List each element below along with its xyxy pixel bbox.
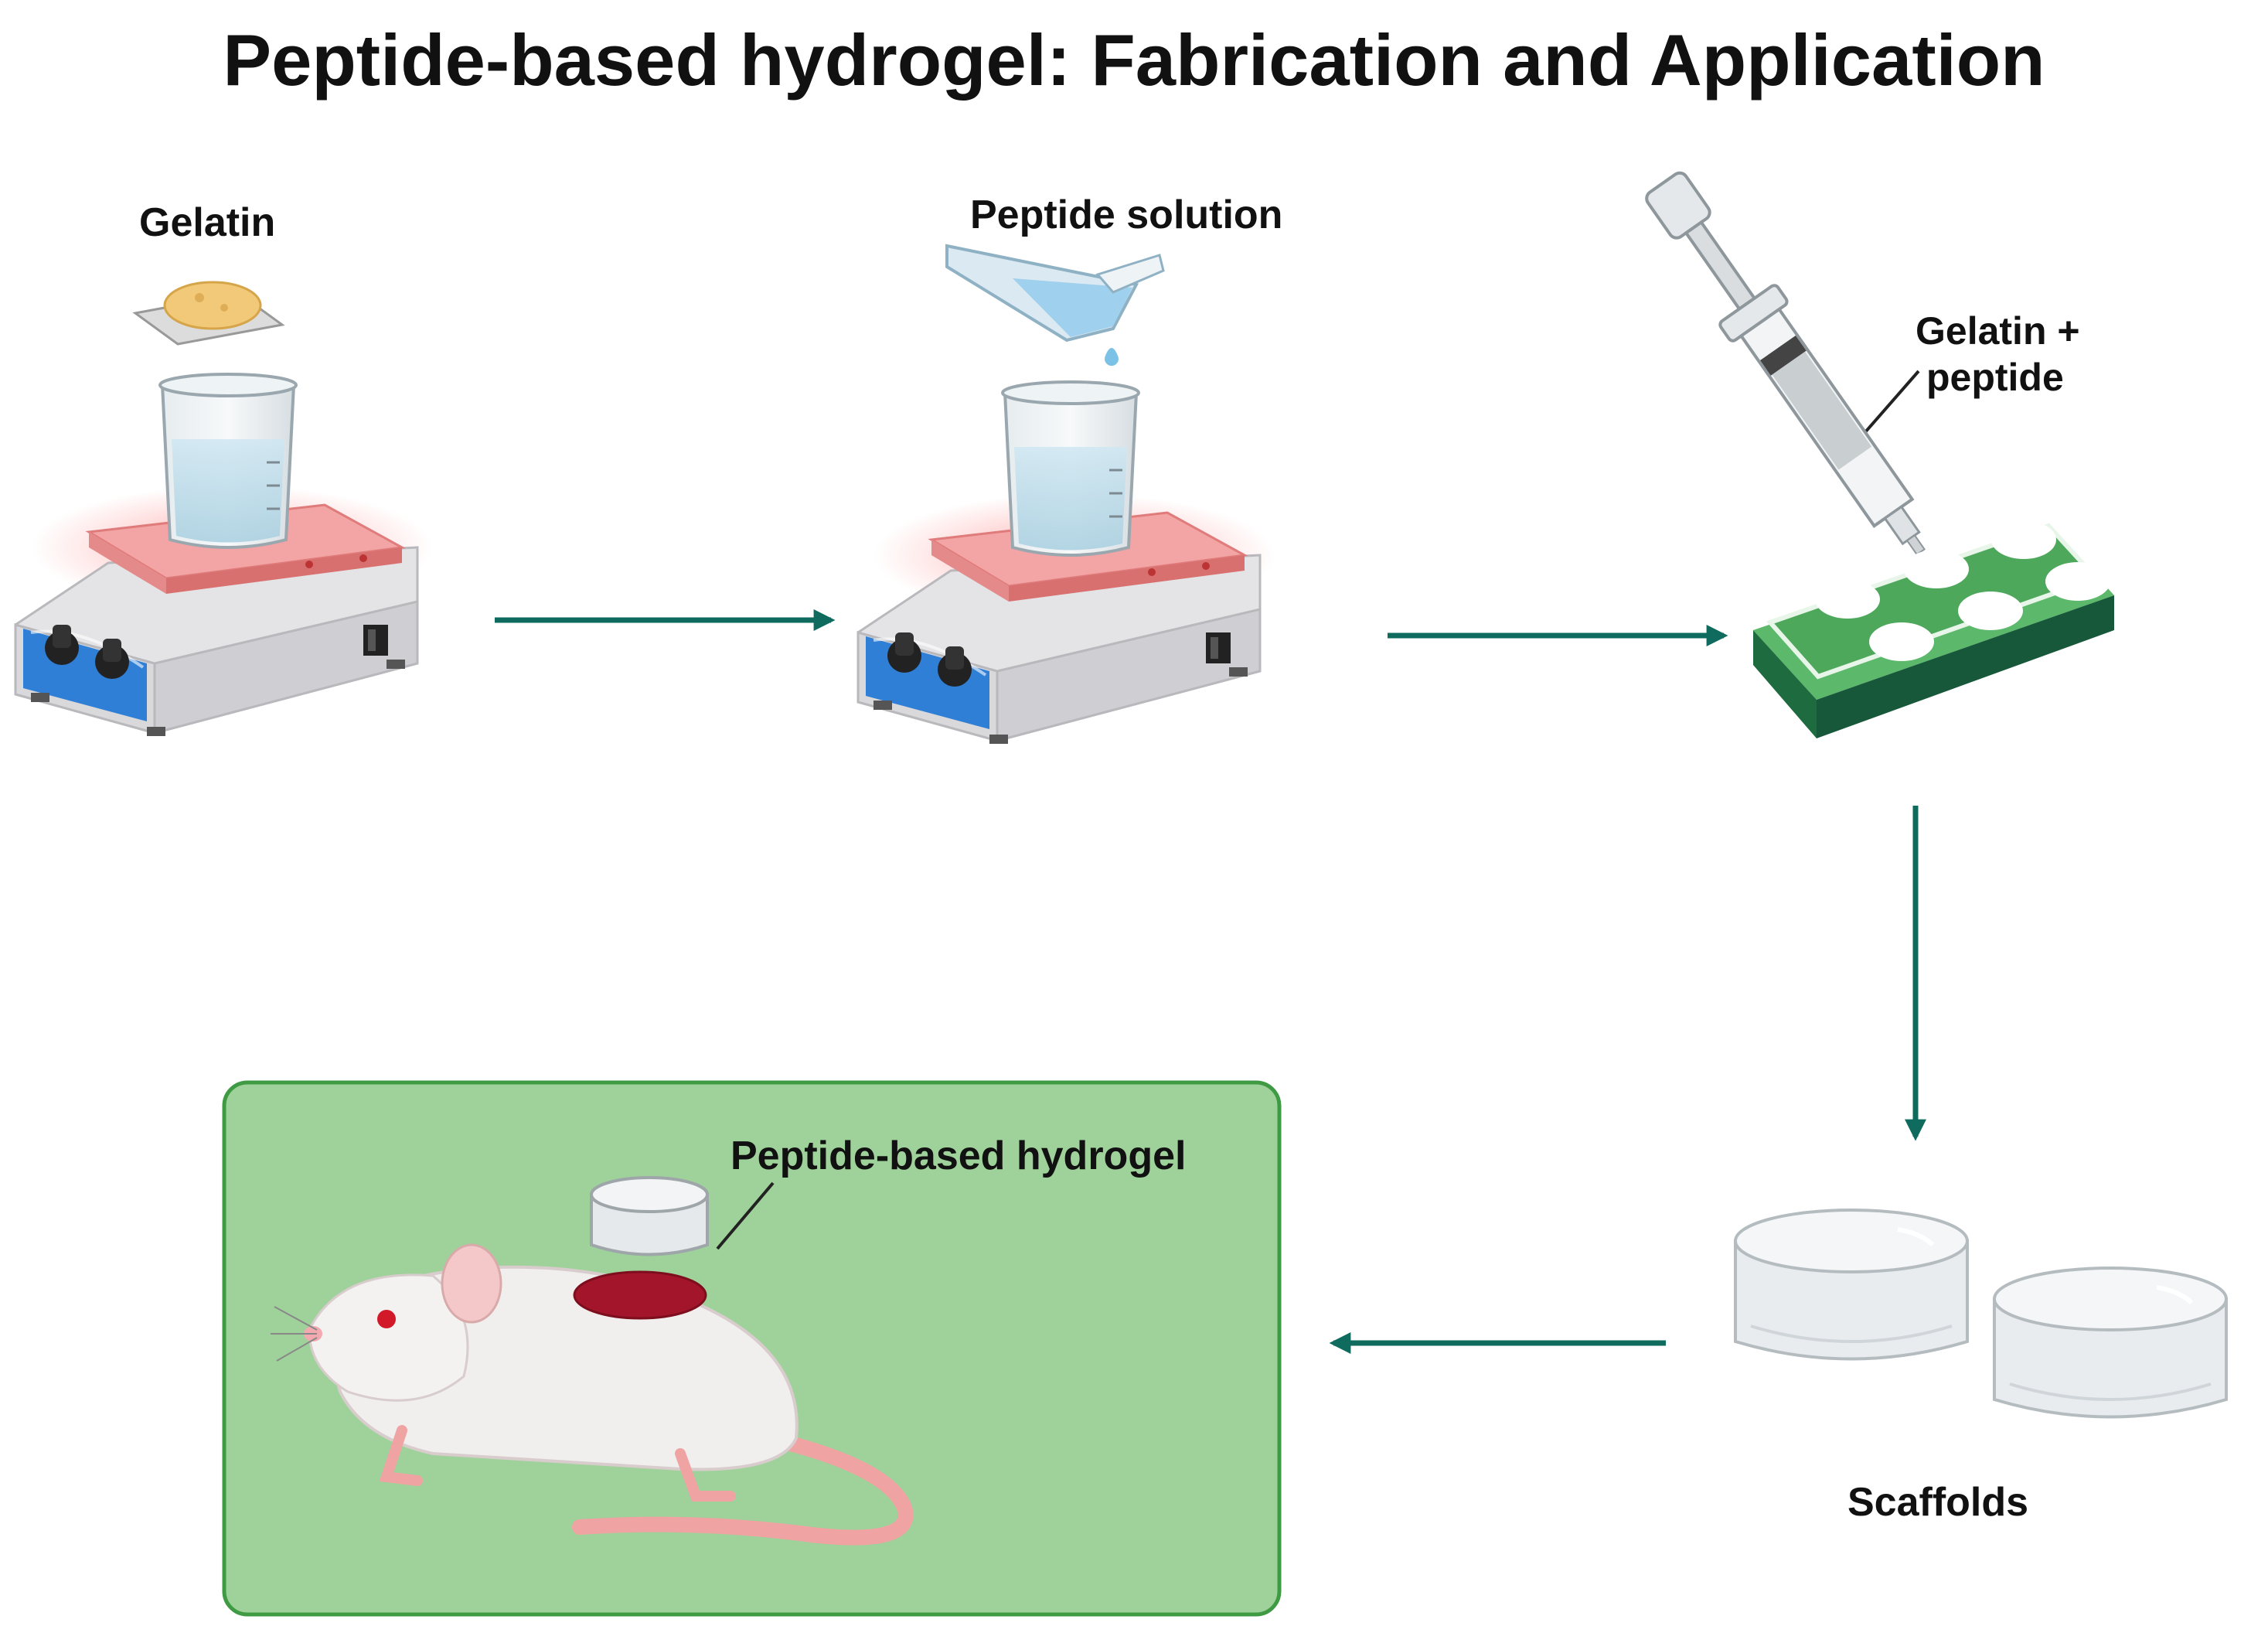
mouse-icon [271,1243,914,1546]
hydrogel-label: Peptide-based hydrogel [730,1134,1186,1178]
scaffold-icon [1994,1268,2226,1417]
peptide-solution-label: Peptide solution [970,193,1282,237]
scaffold-icon [1735,1210,1967,1359]
gelatin-peptide-label-line2: peptide [1926,356,2064,399]
scaffolds-label: Scaffolds [1847,1480,2028,1525]
hot-plate-stirrer-icon [14,373,434,738]
gelatin-peptide-leader-line [1858,370,1920,441]
wound-site [573,1270,707,1320]
well-plate-icon [1753,520,2114,738]
hydrogel-implant-icon [590,1176,709,1256]
hot-plate-stirrer-icon [856,380,1277,745]
diagram-title: Peptide-based hydrogel: Fabrication and … [223,19,2045,101]
falcon-tube-icon [945,244,1165,366]
gelatin-peptide-label-line1: Gelatin + [1916,309,2080,353]
gelatin-label: Gelatin [139,200,275,245]
syringe-icon [1645,171,1926,556]
gelatin-powder-icon [132,281,285,346]
hydrogel-leader-line [716,1181,775,1250]
